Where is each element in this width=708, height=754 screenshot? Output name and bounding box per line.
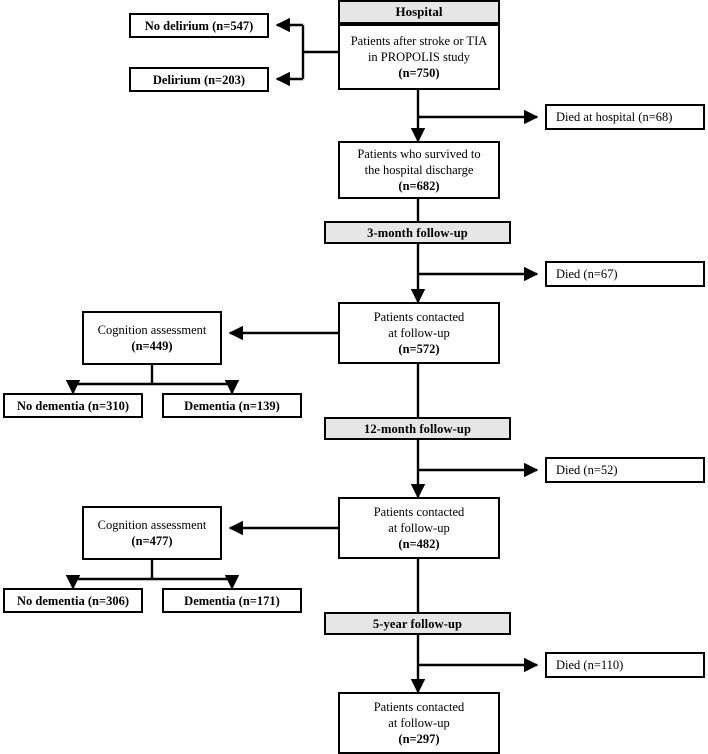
contacted-5-year-line-1: Patients contacted: [373, 700, 465, 714]
died-12-month-label: Died (n=52): [556, 463, 618, 477]
cognition-3-month-count: (n=449): [131, 339, 173, 353]
contacted-3-month-count: (n=572): [398, 342, 440, 356]
died-3-month-label: Died (n=67): [556, 267, 618, 281]
hospital-header-label: Hospital: [395, 4, 443, 19]
banner-3-month-follow-up: 3-month follow-up: [324, 221, 511, 244]
node-died-12-month: Died (n=52): [545, 457, 705, 483]
node-contacted-5-year: Patients contacted at follow-up (n=297): [338, 692, 500, 754]
node-no-dementia-12-month: No dementia (n=306): [3, 588, 143, 613]
node-contacted-3-month: Patients contacted at follow-up (n=572): [338, 302, 500, 364]
survived-line-2: the hospital discharge: [364, 163, 474, 177]
no-delirium-label: No delirium (n=547): [144, 18, 254, 33]
banner-12-month-follow-up: 12-month follow-up: [324, 417, 511, 440]
contacted-12-month-line-1: Patients contacted: [373, 505, 465, 519]
hospital-line-1: Patients after stroke or TIA: [350, 34, 488, 48]
contacted-5-year-line-2: at follow-up: [388, 716, 450, 730]
banner-5-year-label: 5-year follow-up: [372, 616, 463, 631]
contacted-3-month-line-1: Patients contacted: [373, 310, 465, 324]
node-no-dementia-3-month: No dementia (n=310): [3, 393, 143, 418]
cognition-12-month-line-1: Cognition assessment: [97, 518, 207, 532]
contacted-5-year-count: (n=297): [398, 732, 440, 746]
cognition-12-month-count: (n=477): [131, 534, 173, 548]
survived-count: (n=682): [398, 179, 440, 193]
no-dementia-12-month-label: No dementia (n=306): [17, 593, 129, 608]
node-survived-discharge: Patients who survived to the hospital di…: [338, 141, 500, 199]
node-delirium: Delirium (n=203): [129, 67, 269, 92]
hospital-line-2: in PROPOLIS study: [367, 50, 471, 64]
delirium-label: Delirium (n=203): [152, 72, 246, 87]
contacted-3-month-line-2: at follow-up: [388, 326, 450, 340]
dementia-3-month-label: Dementia (n=139): [184, 398, 280, 413]
node-died-3-month: Died (n=67): [545, 261, 705, 287]
banner-5-year-follow-up: 5-year follow-up: [324, 612, 511, 635]
died-at-hospital-label: Died at hospital (n=68): [556, 110, 673, 124]
node-died-at-hospital: Died at hospital (n=68): [545, 104, 705, 130]
node-contacted-12-month: Patients contacted at follow-up (n=482): [338, 497, 500, 559]
node-dementia-3-month: Dementia (n=139): [162, 393, 302, 418]
banner-12-month-label: 12-month follow-up: [363, 421, 472, 436]
contacted-12-month-line-2: at follow-up: [388, 521, 450, 535]
hospital-header: Hospital: [338, 0, 500, 24]
contacted-12-month-count: (n=482): [398, 537, 440, 551]
dementia-12-month-label: Dementia (n=171): [184, 593, 280, 608]
node-cognition-3-month: Cognition assessment (n=449): [82, 311, 222, 365]
node-cognition-12-month: Cognition assessment (n=477): [82, 506, 222, 560]
died-5-year-label: Died (n=110): [556, 658, 624, 672]
banner-3-month-label: 3-month follow-up: [367, 225, 468, 240]
no-dementia-3-month-label: No dementia (n=310): [17, 398, 129, 413]
node-hospital-cohort: Patients after stroke or TIA in PROPOLIS…: [338, 24, 500, 90]
hospital-count: (n=750): [398, 66, 440, 80]
node-dementia-12-month: Dementia (n=171): [162, 588, 302, 613]
node-died-5-year: Died (n=110): [545, 652, 705, 678]
node-no-delirium: No delirium (n=547): [129, 13, 269, 38]
survived-line-1: Patients who survived to: [357, 147, 481, 161]
cognition-3-month-line-1: Cognition assessment: [97, 323, 207, 337]
